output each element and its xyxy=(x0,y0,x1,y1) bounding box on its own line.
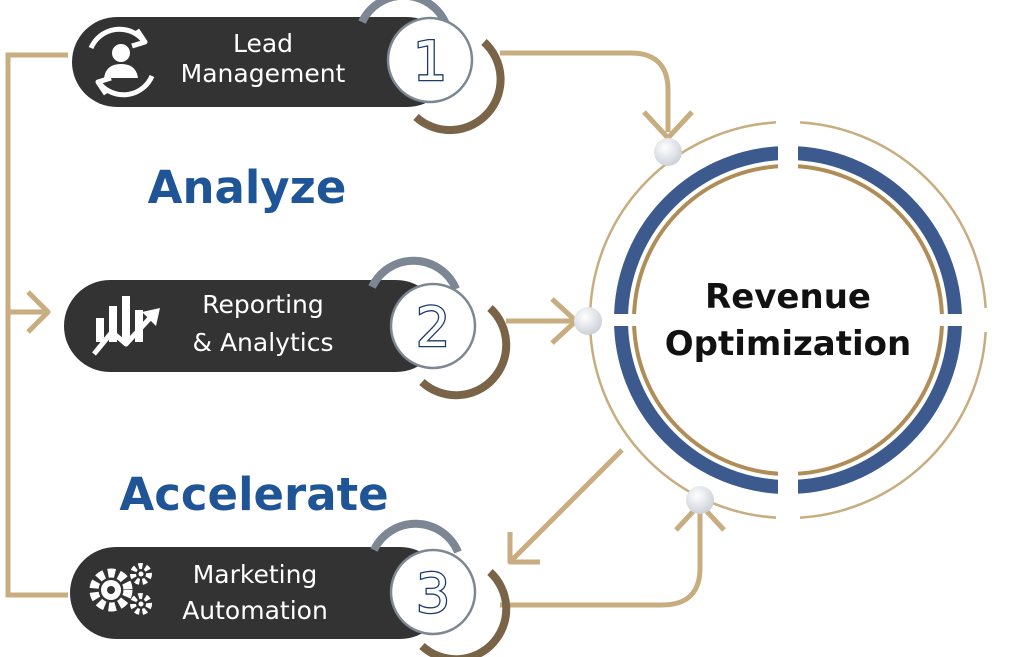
step-1-arc-gold xyxy=(413,39,505,135)
arrow-center-to-step3 xyxy=(510,448,624,562)
step-1-pill xyxy=(72,17,452,107)
stage-label-accelerate: Accelerate xyxy=(119,468,388,521)
stage-label-analyze: Analyze xyxy=(148,161,347,214)
knob-top xyxy=(654,138,682,166)
step-3-number: 3 xyxy=(416,562,450,625)
arrow-head-step-2 xyxy=(26,290,51,334)
center-title-line2: Optimization xyxy=(665,324,911,364)
step-1-label-line2: Management xyxy=(181,59,346,88)
step-2-arc-slate xyxy=(368,256,460,291)
arrow-step1-to-center xyxy=(500,50,671,132)
step-3-arc-gold xyxy=(419,569,511,657)
step-3-card[interactable]: 3 Marketing Automation xyxy=(70,519,511,657)
step-1-label-line1: Lead xyxy=(233,29,293,58)
step-1-arc-slate xyxy=(358,0,450,26)
step-3-label-line1: Marketing xyxy=(193,560,318,589)
center-title-line1: Revenue xyxy=(705,277,871,317)
step-2-pill xyxy=(64,280,442,372)
step-1-card[interactable]: 1 Lead Management xyxy=(72,0,505,135)
user-cycle-icon xyxy=(88,26,155,98)
step-3-number-circle xyxy=(389,548,477,636)
left-bracket-connector xyxy=(5,52,68,598)
gears-icon xyxy=(89,563,152,615)
step-2-arc-gold xyxy=(419,305,511,400)
step-2-label-line1: Reporting xyxy=(202,290,324,319)
arrow-head-center-to-step3 xyxy=(507,532,540,565)
step-2-card[interactable]: 2 Reporting & Analytics xyxy=(64,256,511,400)
chart-growth-icon xyxy=(92,296,160,356)
knob-left xyxy=(574,307,602,335)
arrow-step3-to-center xyxy=(500,512,703,608)
step-2-label-line2: & Analytics xyxy=(193,328,334,357)
knob-bottom xyxy=(686,486,714,514)
step-1-number-circle xyxy=(386,16,474,104)
step-3-label-line2: Automation xyxy=(182,596,328,625)
step-2-number: 2 xyxy=(416,296,450,359)
step-2-number-circle xyxy=(389,282,477,370)
step-3-arc-slate xyxy=(370,519,462,554)
step-1-number: 1 xyxy=(413,30,447,93)
step-3-pill xyxy=(70,547,446,639)
